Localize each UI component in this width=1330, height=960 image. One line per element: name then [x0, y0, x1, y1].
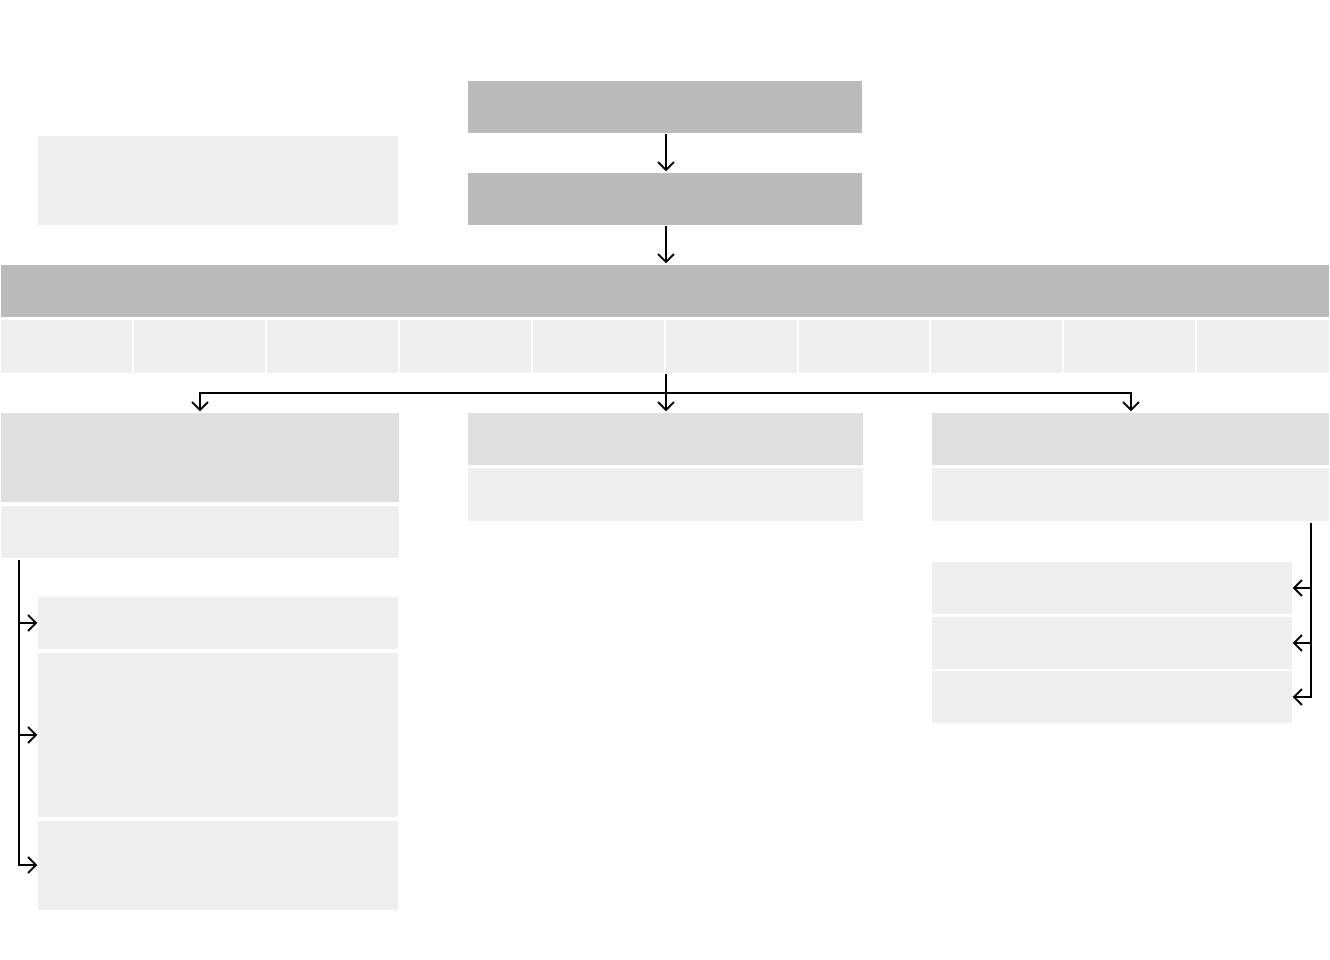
top-box-1: [468, 81, 862, 133]
connector-line: [18, 560, 36, 866]
arrowhead-left-icon: [1292, 688, 1303, 706]
left-child-1: [38, 597, 398, 649]
center-branch-header: [468, 413, 863, 465]
wide-bar: [1, 265, 1329, 317]
cell-8: [931, 320, 1062, 373]
center-branch-sub: [468, 468, 863, 521]
left-branch-sub: [1, 506, 399, 558]
cell-3: [267, 320, 398, 373]
right-branch-sub: [932, 468, 1329, 521]
arrowhead-right-icon: [27, 726, 38, 744]
cell-10: [1197, 320, 1329, 373]
cell-9: [1064, 320, 1195, 373]
side-note-box: [38, 136, 398, 225]
cell-6: [666, 320, 797, 373]
connector-line: [199, 392, 1132, 410]
left-branch-header: [1, 413, 399, 502]
arrowhead-down-icon: [1122, 401, 1140, 412]
arrowhead-down-icon: [191, 401, 209, 412]
cell-7: [799, 320, 929, 373]
connector-line: [1294, 523, 1312, 698]
cell-2: [134, 320, 265, 373]
cell-1: [1, 320, 132, 373]
left-child-2: [38, 653, 398, 817]
right-child-1: [932, 562, 1292, 614]
right-child-3: [932, 671, 1292, 723]
arrowhead-left-icon: [1292, 579, 1303, 597]
arrowhead-left-icon: [1292, 634, 1303, 652]
right-branch-header: [932, 413, 1329, 465]
left-child-3: [38, 821, 398, 910]
arrowhead-right-icon: [27, 856, 38, 874]
cell-5: [533, 320, 664, 373]
arrowhead-right-icon: [27, 614, 38, 632]
cell-4: [400, 320, 531, 373]
right-child-2: [932, 617, 1292, 669]
arrowhead-down-icon: [657, 401, 675, 412]
arrowhead-down-icon: [657, 253, 675, 264]
arrowhead-down-icon: [657, 161, 675, 172]
top-box-2: [468, 173, 862, 225]
